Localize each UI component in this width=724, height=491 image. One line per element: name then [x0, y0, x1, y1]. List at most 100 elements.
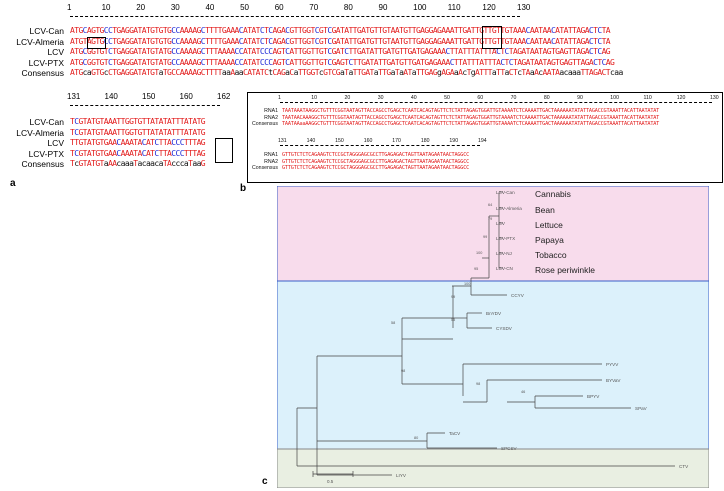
ruler-tick: 90: [378, 3, 388, 12]
seq-a2-row-seq: TCGTATGTAAATTGGTGTTATATATTTATATG: [70, 127, 206, 137]
seq-a-row-seq: ATGcaGTGcCTGAGGATATGTaTGCCAAAAGCTTTTaaAa…: [70, 68, 623, 77]
ruler-tick: 170: [392, 138, 401, 144]
ruler-tick: 194: [478, 138, 487, 144]
seq-a-row-seq: ATGCGGTGTCTGAGGATATGTATGCCAAAAGCTTTAAAAC…: [70, 47, 611, 56]
seq-a-row-name: LCV-PTX: [28, 57, 64, 68]
bootstrap-value: 46: [521, 390, 525, 394]
ruler-line: [70, 16, 520, 17]
bootstrap-value: 99: [483, 235, 487, 239]
seq-a-row-name: LCV: [47, 47, 64, 57]
bootstrap-value: 80: [414, 436, 418, 440]
bootstrap-value: 64: [488, 203, 492, 207]
tree-tip-label: LCV-NJ: [496, 251, 512, 256]
bootstrap-value: 58: [391, 321, 395, 325]
panel-b-label: b: [240, 183, 247, 194]
ruler-tick: 150: [335, 138, 344, 144]
bootstrap-value: 99: [451, 295, 455, 299]
ruler-tick: 90: [577, 95, 583, 101]
ruler-tick: 70: [510, 95, 517, 101]
seq-b-row-seq: TAATAACAAAGGCTGTTTCGGTAATAGTTACCAGCCTGAG…: [282, 114, 660, 121]
ruler-tick: 120: [482, 3, 496, 12]
bootstrap-value: 98: [476, 382, 480, 386]
ruler-tick: 160: [363, 138, 373, 144]
ruler-line: [280, 145, 480, 146]
seq-b-row-name: RNA2: [264, 114, 278, 121]
ruler-tick: 50: [240, 3, 249, 12]
tree-tip-label: BnYDV: [486, 311, 502, 316]
seq-b-row-name: RNA1: [264, 152, 278, 158]
ruler-line: [70, 105, 220, 106]
tree-tip-label: BYVaV: [606, 378, 621, 383]
tree-tip-label: BPYV: [587, 394, 600, 399]
seq-b-row-seq: TAATAAATAAGGCTGTTTCGGTAATAGTTACCAGCCTGAG…: [282, 108, 660, 114]
ruler-tick: 10: [101, 3, 111, 12]
ruler-tick: 70: [309, 3, 319, 12]
ruler-tick: 60: [477, 95, 484, 101]
ruler-tick: 110: [447, 3, 461, 12]
ruler-tick: 20: [344, 95, 351, 101]
tree-tip-label: LCV-PTX: [496, 236, 515, 241]
tree-tip-label: CTV: [679, 464, 689, 469]
ruler-tick: 40: [205, 3, 215, 12]
start-codon-box: [87, 37, 106, 49]
tree-tip-label: LCV-Almeria: [496, 206, 522, 211]
ruler-tick: 100: [413, 3, 427, 12]
tree-host-label: Papaya: [535, 235, 564, 245]
seq-b-row-name: RNA2: [264, 158, 278, 165]
seq-a2-row-name: LCV-PTX: [28, 148, 64, 159]
bootstrap-value: 95: [474, 267, 478, 271]
stop-codon-box-lower: [215, 138, 233, 163]
seq-a2-row-name: LCV-Can: [29, 117, 65, 127]
tree-tip-label: CYSDV: [496, 326, 513, 331]
seq-b-row-seq: GTTGTCTCTCAGAAGTCTCCGCTAGGGAGCGCCTTGAGAG…: [282, 152, 470, 158]
tree-tip-label: CCYV: [511, 293, 525, 298]
ruler-tick: 80: [343, 3, 353, 12]
ruler-tick: 131: [278, 138, 287, 144]
clade-band-other: [277, 280, 709, 450]
ruler-tick: 140: [306, 138, 316, 144]
seq-a2-row-name: LCV: [47, 138, 64, 148]
ruler-tick: 30: [170, 3, 180, 12]
seq-b-row-seq: GTTGTCTCTCAGAAGTCTCCGCTAGGGAGCGCCTTGAGAG…: [282, 165, 470, 171]
tree-tip-label: LIYV: [396, 473, 407, 478]
ruler-tick: 40: [410, 95, 417, 101]
bootstrap-value: 79: [488, 217, 492, 221]
tree-tip-label: TaCV: [449, 431, 461, 436]
seq-a-row-name: LCV-Can: [29, 26, 65, 36]
panel-c-label: c: [262, 476, 268, 487]
ruler-tick: 190: [449, 138, 459, 144]
ruler-tick: 80: [543, 95, 550, 101]
seq-b-row-name: Consensus: [252, 165, 278, 171]
ruler-tick: 150: [142, 92, 156, 101]
seq-a-row-seq: ATGTAGTGCCTGAGGATATGTGTGCCAAAAGCTTTTGAAA…: [70, 36, 611, 46]
seq-a2-row-name: LCV-Almeria: [16, 127, 64, 138]
ruler-tick: 120: [676, 95, 686, 101]
seq-a2-row-seq: TCGTATGTGAACAAATACATCTTACCCTTTAG: [70, 148, 206, 158]
ruler-tick: 30: [377, 95, 384, 101]
bootstrap-value: 55: [451, 318, 455, 322]
stop-codon-box-upper: [482, 26, 502, 49]
clade-band-lcv: [277, 186, 709, 282]
panel-a-label: a: [10, 178, 16, 189]
ruler-tick: 1: [278, 95, 281, 101]
ruler-tick: 100: [610, 95, 619, 101]
seq-a-row-name: Consensus: [21, 68, 64, 78]
seq-b-row-seq: TAATAAaaAAGGCTGTTTCGGTAATAGTTACCAGCCTGAG…: [282, 121, 660, 127]
seq-a-row-name: LCV-Almeria: [16, 36, 64, 47]
ruler-tick: 1: [67, 3, 72, 12]
tree-host-label: Bean: [535, 205, 555, 215]
bootstrap-value: 100: [464, 282, 470, 286]
ruler-tick: 10: [311, 95, 317, 101]
seq-b-row-name: RNA1: [264, 108, 278, 114]
seq-a2-row-seq: TCGTATGTAAATTGGTGTTATATATTTATATG: [70, 117, 206, 126]
ruler-tick: 160: [179, 92, 193, 101]
ruler-tick: 131: [67, 92, 81, 101]
seq-b-row-seq: GTTGTCTCTCAGAAGTCTCCGCTAGGGAGCGCCTTGAGAG…: [282, 158, 470, 165]
ruler-tick: 50: [444, 95, 450, 101]
seq-a2-row-seq: TTGTATGTGAACAAATACATCTTACCCTTTAG: [70, 138, 206, 147]
ruler-tick: 130: [710, 95, 719, 101]
